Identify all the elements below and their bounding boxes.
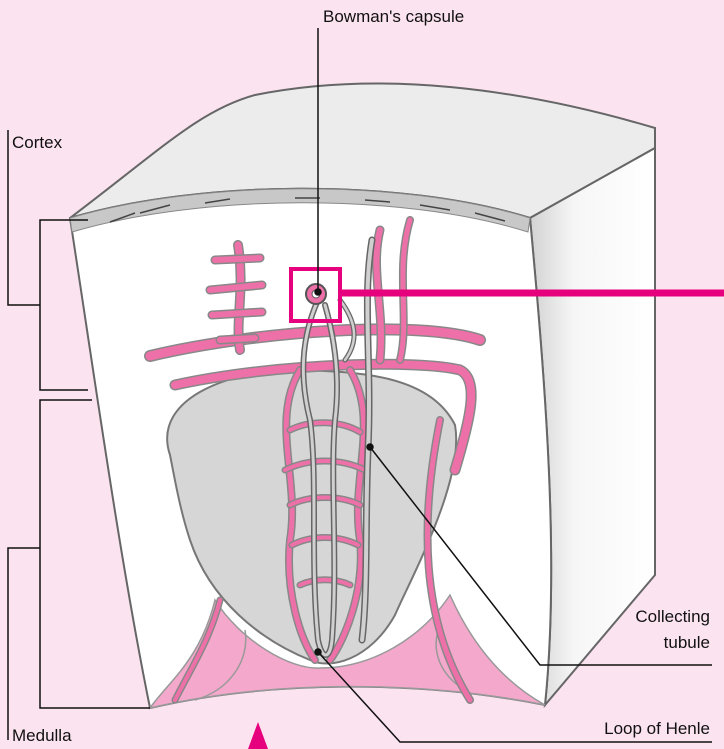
loop-of-henle-label: Loop of Henle xyxy=(604,719,710,739)
medulla-label: Medulla xyxy=(12,726,72,746)
cortex-label: Cortex xyxy=(12,133,62,153)
section-arrow xyxy=(248,722,268,749)
bowman-capsule-label: Bowman's capsule xyxy=(323,7,464,27)
collecting-tubule-label-line1: Collecting xyxy=(635,607,710,627)
collecting-tubule-label-line2: tubule xyxy=(664,633,710,653)
